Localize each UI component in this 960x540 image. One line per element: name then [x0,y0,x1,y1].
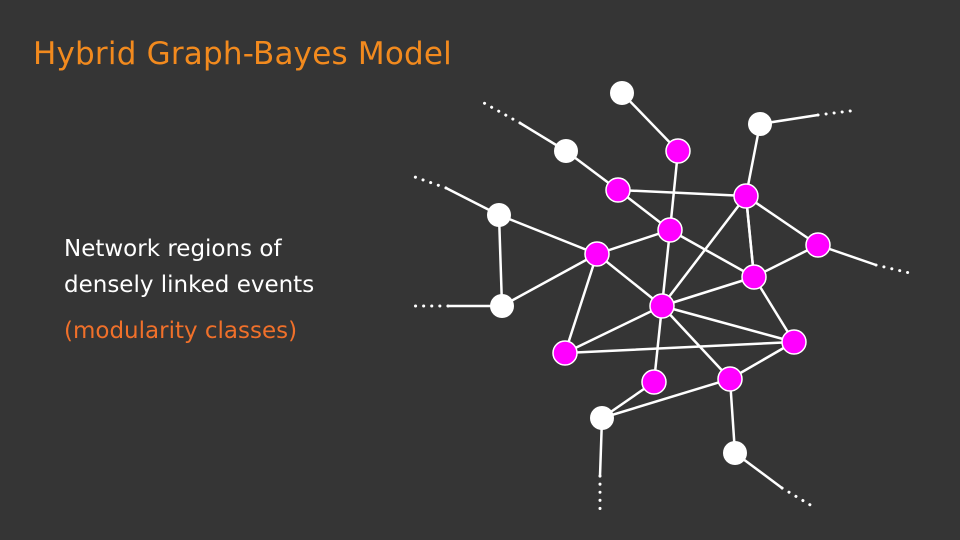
edge-m1-m5 [668,149,680,232]
description-line-2: densely linked events [64,272,315,298]
slide-title: Hybrid Graph-Bayes Model [33,36,452,72]
outer-node-w6 [590,406,614,430]
module-node-m9 [741,264,767,290]
description-line-1: Network regions of [64,236,282,262]
trail-dots-3 [410,174,448,190]
description-text: Network regions of densely linked events [64,231,314,303]
outer-node-w5 [490,294,514,318]
module-node-m13 [641,369,667,395]
trail-dots-7 [780,486,814,508]
module-node-m2 [605,177,631,203]
graph-edges [497,91,820,455]
module-node-m1 [665,138,691,164]
module-node-m4 [805,232,831,258]
trail-dots-1 [482,101,522,125]
edge-m3-m9 [744,194,756,279]
edge-m8-m12 [660,304,796,344]
module-node-m8 [649,293,675,319]
edge-m9-m8 [660,275,756,308]
module-node-m6 [584,241,610,267]
outer-node-w3 [748,112,772,136]
module-node-m12 [781,329,807,355]
trail-dots-5 [874,263,916,276]
edge-w4-m6 [497,213,599,256]
module-node-m11 [717,366,743,392]
trail-dots-2 [816,108,860,117]
edge-m3-m4 [744,194,820,247]
modularity-classes-label: (modularity classes) [64,318,298,344]
edge-m6-m10 [563,252,599,355]
module-node-m10 [552,340,578,366]
outer-node-w2 [554,139,578,163]
edge-m10-m12 [563,340,796,355]
module-node-m3 [733,183,759,209]
edge-m3-m8 [660,194,748,308]
edge-m6-m5 [595,228,672,256]
edge-m8-m11 [660,304,732,381]
edge-w4-w5 [497,213,504,308]
edge-m8-m10 [563,304,664,355]
outer-node-w1 [610,81,634,105]
edge-w5-m6 [500,252,599,308]
outer-node-w4 [487,203,511,227]
edge-m5-m9 [668,228,756,279]
module-node-m5 [657,217,683,243]
edge-m6-m8 [595,252,664,308]
outer-node-w7 [723,441,747,465]
edge-w1-m1 [620,91,680,153]
graph-nodes [487,81,831,465]
edge-m2-m3 [616,188,748,198]
edge-m11-w6 [600,377,732,420]
